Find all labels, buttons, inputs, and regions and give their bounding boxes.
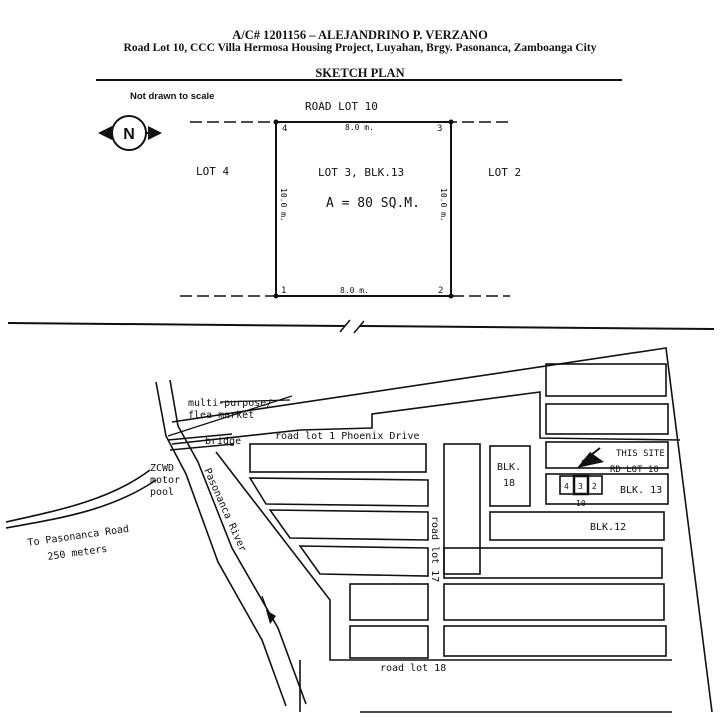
to-road-label-1: To Pasonanca Road	[27, 524, 130, 549]
site-lot-10: 10	[576, 499, 586, 508]
corner-1: 1	[281, 286, 286, 296]
dim-top: 8.0 m.	[345, 123, 374, 132]
corner-3: 3	[437, 124, 442, 134]
road-17-label: road lot 17	[429, 516, 440, 582]
phoenix-drive-label: road lot 1 Phoenix Drive	[275, 431, 420, 442]
zcwd-label-1: ZCWD	[150, 463, 174, 474]
area-label: A = 80 SQ.M.	[326, 196, 420, 211]
lot-name-label: LOT 3, BLK.13	[318, 166, 404, 179]
blk18-label-1: BLK.	[497, 462, 521, 473]
scale-note: Not drawn to scale	[130, 91, 214, 102]
market-label-1: multi-purpose/	[188, 398, 272, 409]
dim-bottom: 8.0 m.	[340, 286, 369, 295]
account-line: A/C# 1201156 – ALEJANDRINO P. VERZANO	[232, 28, 488, 42]
bridge-label: bridge	[205, 436, 241, 447]
blk18-label-2: 18	[503, 478, 515, 489]
lot-3-outline	[275, 121, 452, 297]
rd-lot-10-label: RD LOT 10	[610, 465, 659, 475]
to-road-label-2: 250 meters	[47, 544, 108, 563]
site-lot-4: 4	[564, 482, 569, 491]
section-separator	[7, 319, 715, 334]
north-arrow-icon: N	[98, 115, 162, 151]
dim-right: 10.0 m.	[439, 188, 448, 222]
river-label: Pasonanca River	[201, 467, 248, 554]
page-title: SKETCH PLAN	[315, 66, 405, 80]
lot-2-label: LOT 2	[488, 166, 521, 179]
road-lot-10-label: ROAD LOT 10	[305, 100, 378, 113]
zcwd-label-3: pool	[150, 487, 174, 498]
blk12-label: BLK.12	[590, 522, 626, 533]
this-site-label: THIS SITE	[616, 449, 665, 459]
lot-4-label: LOT 4	[196, 165, 229, 178]
market-label-2: flea market	[188, 410, 254, 421]
vicinity-map	[5, 347, 713, 713]
corner-2: 2	[438, 286, 443, 296]
site-lot-2: 2	[592, 482, 597, 491]
blk13-label: BLK. 13	[620, 485, 662, 496]
dim-left: 10.0 m.	[279, 188, 288, 222]
road-18-label: road lot 18	[380, 663, 446, 674]
corner-4: 4	[282, 124, 287, 134]
site-lot-3: 3	[578, 482, 583, 491]
address-line: Road Lot 10, CCC Villa Hermosa Housing P…	[123, 42, 597, 54]
zcwd-label-2: motor	[150, 475, 180, 486]
north-letter: N	[123, 126, 135, 143]
